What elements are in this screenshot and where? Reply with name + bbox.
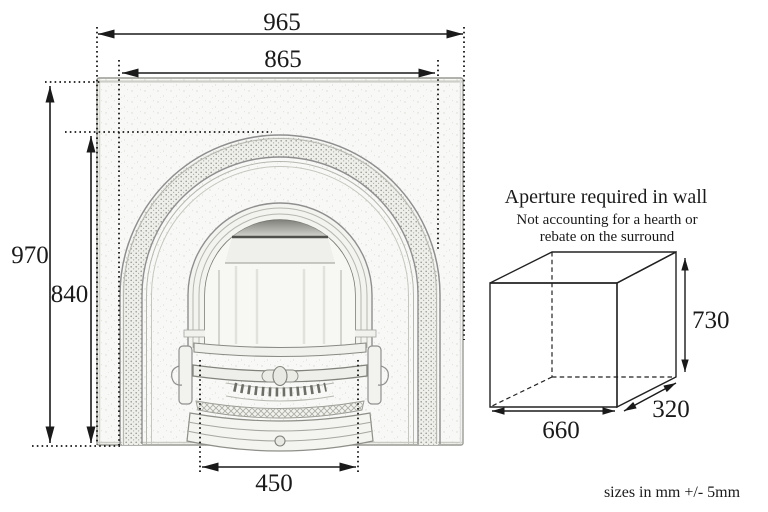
basket-top-rail [193, 342, 367, 358]
grate [225, 382, 335, 402]
fender [186, 412, 374, 452]
fireplace-elevation [96, 77, 464, 452]
front-bar-baluster [272, 365, 288, 387]
dimension-label-inner-height: 840 [51, 281, 89, 308]
dimension-label-basket-width: 450 [255, 470, 293, 497]
firebox-opening [205, 219, 355, 348]
aperture-subtitle-line1: Not accounting for a hearth or [516, 212, 697, 228]
left-scroll-bracket [171, 365, 183, 386]
outer-arch-band [119, 134, 441, 445]
dimension-label-aperture-width: 660 [542, 417, 580, 444]
fender-knob [274, 435, 286, 447]
dimension-label-overall-width: 965 [263, 9, 301, 36]
dimension-label-overall-height: 970 [11, 242, 49, 269]
smoke-canopy [225, 237, 335, 263]
fender-body [186, 412, 374, 452]
dimension-label-aperture-depth: 320 [652, 396, 690, 423]
dimension-annotations: 965 865 970 840 450 [11, 9, 465, 497]
fire-basket [171, 342, 389, 452]
dimension-label-inner-width: 865 [264, 46, 302, 73]
aperture-box [489, 250, 677, 409]
basket-right-post [367, 345, 382, 405]
opening-lunette [232, 219, 328, 237]
dimension-line-aperture-depth [623, 382, 677, 412]
box-hidden-edges [489, 252, 676, 408]
fireback-streaks [218, 266, 342, 346]
box-top-face [489, 251, 677, 284]
fret-band [195, 400, 365, 419]
aperture-subtitle-line2: rebate on the surround [540, 229, 675, 245]
reference-guides [32, 27, 465, 472]
grate-slots [233, 382, 327, 397]
dimension-label-aperture-height: 730 [692, 307, 730, 334]
aperture-diagram: Aperture required in wall Not accounting… [489, 186, 730, 444]
box-right-face [616, 250, 677, 409]
right-scroll-bracket [377, 365, 389, 386]
box-front-face [489, 282, 618, 408]
tolerance-note: sizes in mm +/- 5mm [604, 484, 741, 501]
basket-left-post [178, 345, 193, 405]
aperture-title: Aperture required in wall [505, 186, 708, 208]
